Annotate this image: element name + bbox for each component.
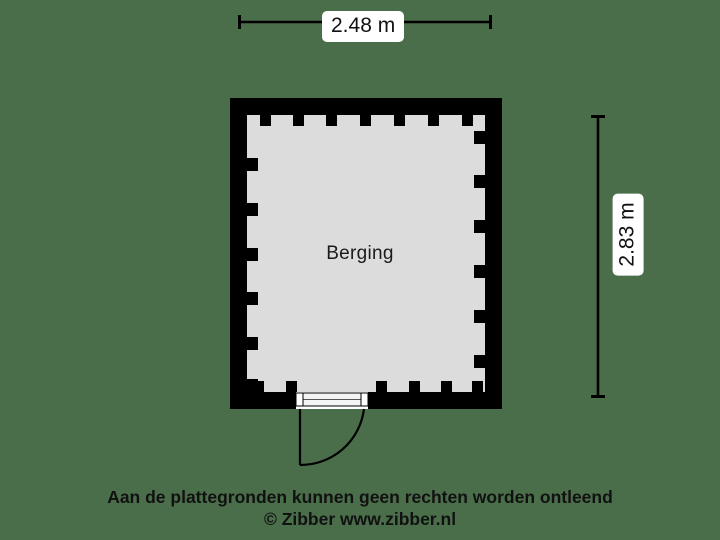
disclaimer-line-1: Aan de plattegronden kunnen geen rechten… — [107, 487, 613, 507]
entry-door[interactable] — [295, 392, 369, 467]
walls-group — [230, 98, 502, 409]
dimension-line-right — [591, 115, 605, 398]
door-jamb-left — [295, 392, 304, 407]
door-swing-arc — [299, 408, 366, 467]
wall-notches-bottom — [253, 381, 483, 392]
disclaimer-footer: Aan de plattegronden kunnen geen rechten… — [0, 487, 720, 531]
door-jamb-right — [360, 392, 369, 407]
disclaimer-line-2: © Zibber www.zibber.nl — [263, 508, 457, 529]
floor-fill — [247, 115, 485, 392]
dimension-label-width: 2.48 m — [322, 11, 405, 42]
wall-notches-right — [474, 131, 485, 368]
wall-notches-left — [247, 158, 258, 392]
room-label-berging: Berging — [326, 243, 394, 264]
wall-notches-top — [260, 115, 473, 126]
